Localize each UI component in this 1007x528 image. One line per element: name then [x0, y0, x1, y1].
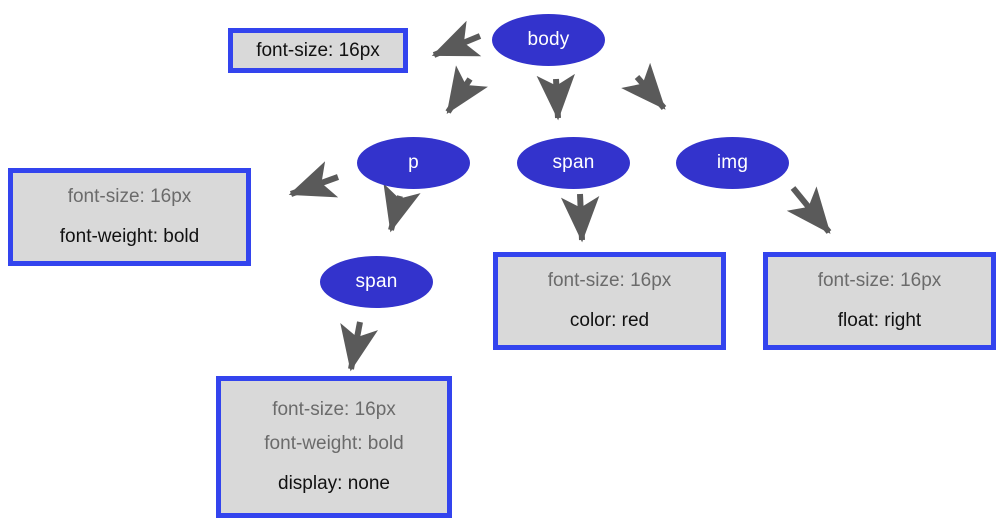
- rule-line-own: display: none: [278, 472, 390, 494]
- edge-body-to-body-rules: [431, 20, 482, 58]
- rule-line-inherited: font-size: 16px: [547, 270, 672, 292]
- rule-box-span-top[interactable]: font-size: 16px color: red: [493, 252, 726, 350]
- node-p-label: p: [408, 152, 419, 173]
- node-p[interactable]: p: [357, 137, 470, 189]
- edge-body-to-span-top: [536, 73, 575, 121]
- node-body-label: body: [527, 29, 570, 50]
- rule-line-own: font-weight: bold: [59, 226, 200, 247]
- node-img[interactable]: img: [676, 137, 789, 189]
- node-span-nested[interactable]: span: [320, 256, 433, 308]
- rule-line-own: font-size: 16px: [256, 39, 380, 61]
- edge-p-to-span-nested: [383, 183, 421, 233]
- edge-body-to-p: [445, 65, 488, 114]
- node-span-top-label: span: [552, 152, 595, 173]
- rule-box-body[interactable]: font-size: 16px: [228, 28, 408, 73]
- rule-line-inherited: font-size: 16px: [817, 270, 942, 292]
- edge-body-to-img: [621, 62, 667, 110]
- edge-span-nested-to-span-nested-rules: [340, 321, 378, 372]
- rule-line-inherited: font-size: 16px: [272, 399, 396, 421]
- rule-line-own: color: red: [569, 310, 650, 331]
- rule-line-own: float: right: [837, 310, 922, 331]
- node-body[interactable]: body: [492, 14, 605, 66]
- node-span-top[interactable]: span: [517, 137, 630, 189]
- rule-box-p[interactable]: font-size: 16px font-weight: bold: [8, 168, 251, 266]
- rule-box-span-nested[interactable]: font-size: 16px font-weight: bold displa…: [216, 376, 452, 518]
- edge-img-to-img-rules: [786, 186, 832, 234]
- edge-p-to-p-rules: [288, 161, 340, 198]
- rule-line-inherited: font-weight: bold: [264, 433, 404, 455]
- node-img-label: img: [716, 152, 749, 173]
- edge-span-top-to-span-top-rules: [560, 193, 600, 243]
- rule-line-inherited: font-size: 16px: [67, 186, 192, 208]
- node-span-nested-label: span: [355, 271, 398, 292]
- rule-box-img[interactable]: font-size: 16px float: right: [763, 252, 996, 350]
